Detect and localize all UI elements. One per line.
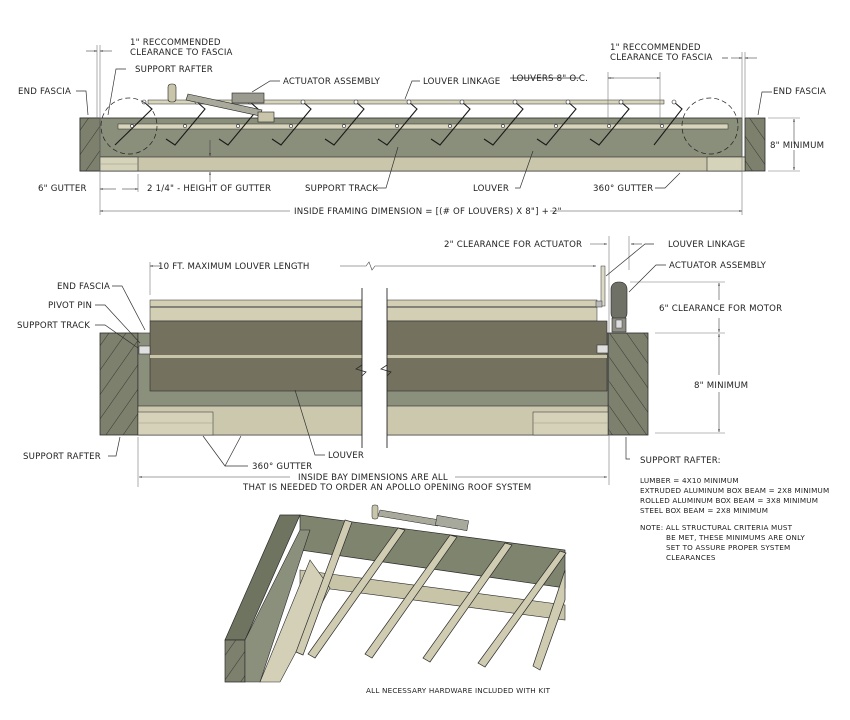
louver-linkage-plate: [600, 265, 606, 307]
detail-circle-right: [681, 97, 739, 155]
support-rafter-left: [99, 332, 139, 436]
top-elevation-view: [76, 45, 800, 215]
rafter-note-line: SET TO ASSURE PROPER SYSTEM: [666, 543, 790, 552]
rafter-spec-item: ROLLED ALUMINUM BOX BEAM = 3X8 MINIMUM: [640, 496, 818, 505]
label-support-rafter-top: SUPPORT RAFTER: [135, 65, 213, 75]
rafter-spec-block: SUPPORT RAFTER: LUMBER = 4X10 MINIMUM EX…: [640, 456, 829, 562]
louver-linkage-bar: [147, 99, 665, 105]
end-fascia-left: [79, 117, 101, 172]
label-inside-bay-2: THAT IS NEEDED TO ORDER AN APOLLO OPENIN…: [242, 483, 531, 493]
gutter: [99, 156, 746, 172]
isometric-caption: ALL NECESSARY HARDWARE INCLUDED WITH KIT: [366, 686, 551, 695]
rafter-spec-item: LUMBER = 4X10 MINIMUM: [640, 476, 739, 485]
label-inside-bay-1: INSIDE BAY DIMENSIONS ARE ALL: [298, 473, 448, 483]
middle-section-view: [95, 236, 725, 487]
rafter-spec-item: STEEL BOX BEAM = 2X8 MINIMUM: [640, 506, 768, 515]
top-labels: 1" RECCOMMENDED CLEARANCE TO FASCIA SUPP…: [18, 38, 826, 217]
label-gutter-height: 2 1/4" - HEIGHT OF GUTTER: [147, 184, 271, 194]
label-clearance-motor: 6" CLEARANCE FOR MOTOR: [659, 304, 782, 314]
support-rafter-right: [607, 332, 649, 436]
rafter-note-line: NOTE: ALL STRUCTURAL CRITERIA MUST: [640, 523, 793, 532]
label-pivot-pin: PIVOT PIN: [48, 301, 92, 311]
label-8-minimum-mid: 8" MINIMUM: [694, 381, 748, 391]
pivot-pin-right: [596, 344, 609, 354]
label-louvers-oc: LOUVERS 8" O.C.: [512, 74, 588, 84]
rafter-spec-item: EXTRUDED ALUMINUM BOX BEAM = 2X8 MINIMUM: [640, 486, 829, 495]
label-inside-framing: INSIDE FRAMING DIMENSION = [(# OF LOUVER…: [294, 207, 562, 217]
label-8-minimum-top: 8" MINIMUM: [770, 141, 824, 151]
middle-labels: 10 FT. MAXIMUM LOUVER LENGTH END FASCIA …: [17, 240, 782, 493]
label-clearance-actuator: 2" CLEARANCE FOR ACTUATOR: [444, 240, 582, 250]
label-6-gutter: 6" GUTTER: [38, 184, 87, 194]
rafter-spec-title: SUPPORT RAFTER:: [640, 456, 721, 466]
isometric-view: ALL NECESSARY HARDWARE INCLUDED WITH KIT: [224, 504, 567, 695]
rafter-note-line: BE MET, THESE MINIMUMS ARE ONLY: [666, 533, 805, 542]
pivot-pin-left: [138, 345, 151, 355]
rafter-note-line: CLEARANCES: [666, 553, 716, 562]
label-louver-top: LOUVER: [473, 184, 509, 194]
label-clearance-left-1: 1" RECCOMMENDED: [130, 38, 221, 48]
label-end-fascia-right: END FASCIA: [773, 87, 826, 97]
label-louver-linkage-mid: LOUVER LINKAGE: [668, 240, 745, 250]
detail-circle-left: [100, 97, 158, 155]
label-clearance-right-1: 1" RECCOMMENDED: [610, 43, 701, 53]
support-track: [117, 123, 729, 130]
isometric-louvers: [295, 519, 567, 671]
label-end-fascia-left: END FASCIA: [18, 87, 71, 97]
label-max-louver-length: 10 FT. MAXIMUM LOUVER LENGTH: [158, 262, 310, 272]
label-actuator-assembly-top: ACTUATOR ASSEMBLY: [283, 77, 381, 87]
label-360-gutter-mid: 360° GUTTER: [252, 462, 312, 472]
label-support-track-top: SUPPORT TRACK: [305, 184, 378, 194]
label-actuator-assembly-mid: ACTUATOR ASSEMBLY: [669, 261, 767, 271]
label-support-rafter-mid: SUPPORT RAFTER: [23, 452, 101, 462]
louver-profiles: [114, 101, 683, 146]
actuator-assembly-top: [167, 83, 275, 123]
label-360-gutter-top: 360° GUTTER: [593, 184, 653, 194]
label-louver-linkage-top: LOUVER LINKAGE: [423, 77, 500, 87]
end-fascia-right: [744, 117, 766, 172]
label-support-track-mid: SUPPORT TRACK: [17, 321, 90, 331]
actuator-motor: [610, 281, 628, 321]
label-louver-mid: LOUVER: [328, 451, 364, 461]
label-clearance-right-2: CLEARANCE TO FASCIA: [610, 53, 713, 63]
label-clearance-left-2: CLEARANCE TO FASCIA: [130, 48, 233, 58]
label-end-fascia-mid: END FASCIA: [57, 282, 110, 292]
